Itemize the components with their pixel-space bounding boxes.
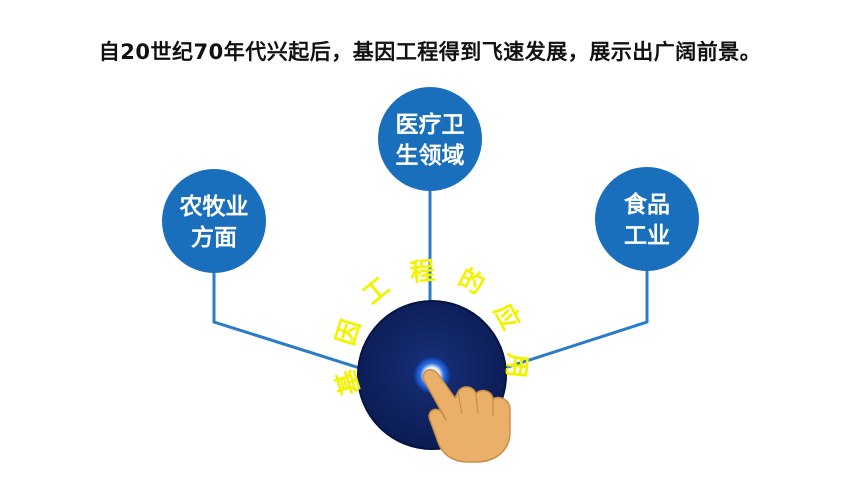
ring-char-3: 工 bbox=[357, 272, 395, 310]
node-medical: 医疗卫 生领域 bbox=[378, 87, 482, 191]
ring-char-4: 程 bbox=[409, 256, 437, 287]
node-food-industry: 食品 工业 bbox=[595, 167, 699, 271]
ring-char-6: 应 bbox=[488, 299, 525, 335]
ring-char-2: 因 bbox=[331, 316, 366, 348]
node-food-line1: 食品 bbox=[624, 191, 670, 218]
node-agriculture-line1: 农牧业 bbox=[179, 193, 249, 220]
node-agriculture-line2: 方面 bbox=[191, 224, 237, 251]
connector-left bbox=[212, 260, 386, 378]
pointing-hand-icon bbox=[422, 369, 511, 463]
connector-right bbox=[479, 267, 649, 378]
ring-char-7: 用 bbox=[501, 352, 532, 380]
node-agriculture: 农牧业 方面 bbox=[162, 169, 266, 273]
page-title: 自20世纪70年代兴起后，基因工程得到飞速发展，展示出广阔前景。 bbox=[98, 40, 762, 64]
node-medical-line1: 医疗卫 bbox=[396, 111, 465, 138]
node-medical-line2: 生领域 bbox=[396, 142, 465, 169]
ring-char-5: 的 bbox=[454, 263, 490, 300]
node-food-line2: 工业 bbox=[624, 223, 670, 249]
